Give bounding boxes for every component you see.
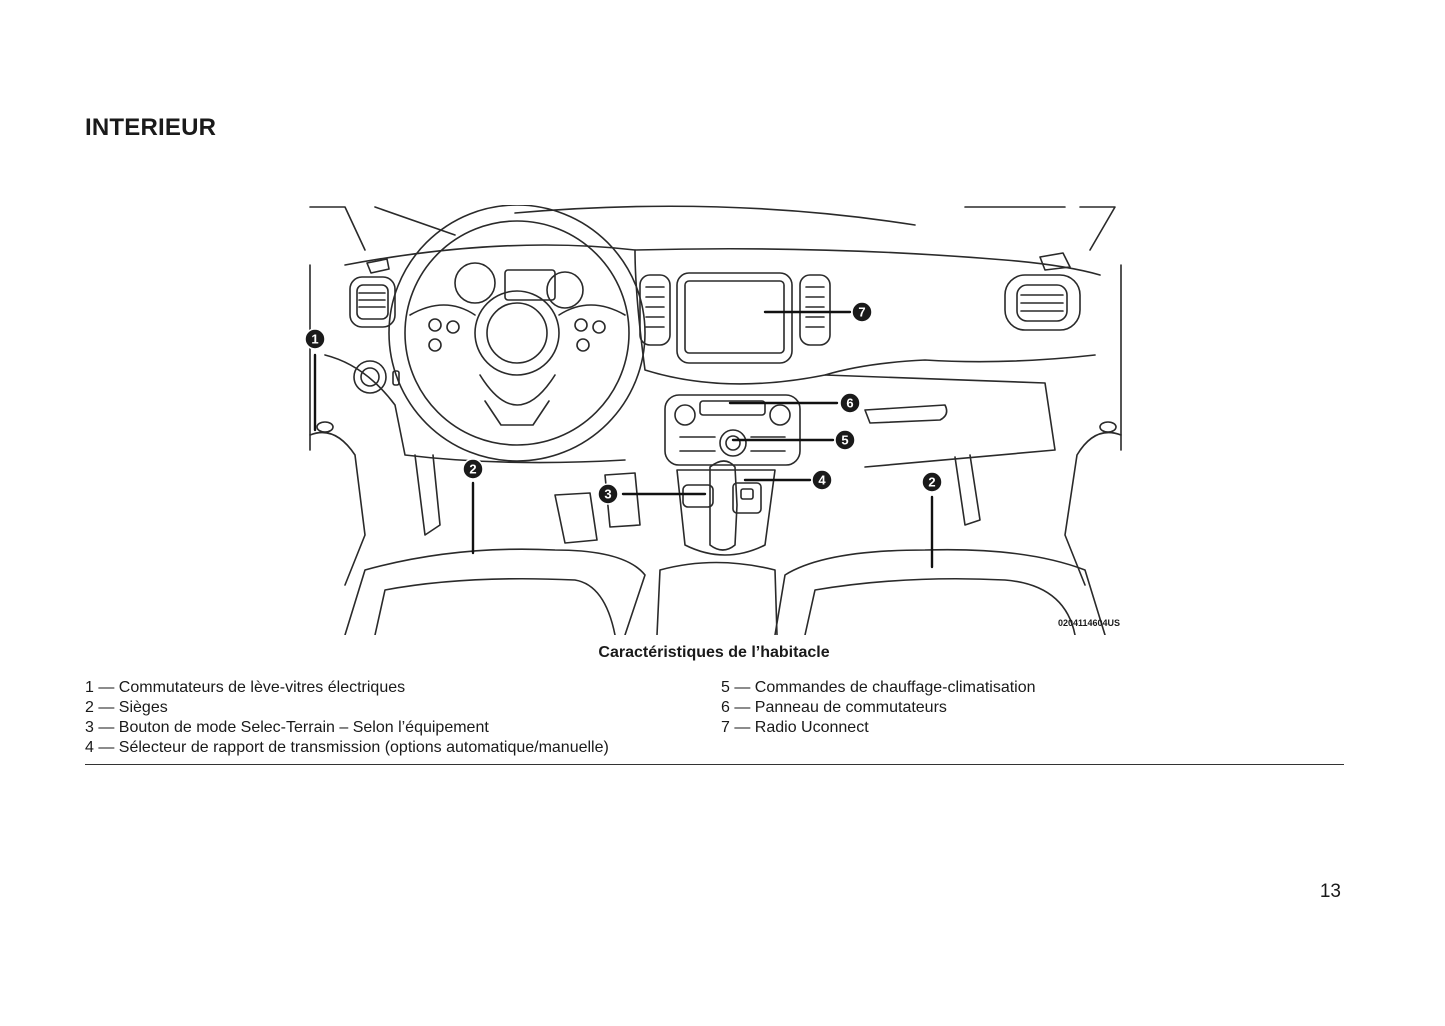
legend-left: 1 — Commutateurs de lève-vitres électriq… — [85, 678, 609, 758]
callout-2-driver-seat: 2 — [462, 458, 484, 480]
section-title: INTERIEUR — [85, 114, 217, 141]
legend-item: 1 — Commutateurs de lève-vitres électriq… — [85, 679, 406, 696]
air-vent-left — [349, 258, 396, 328]
svg-text:7: 7 — [858, 305, 865, 320]
steering-wheel — [388, 205, 646, 462]
callout-2-passenger-seat: 2 — [921, 471, 943, 493]
windshield-outline — [309, 205, 1122, 451]
page-number: 13 — [1319, 881, 1341, 902]
figure-caption: Caractéristiques de l’habitacle — [598, 644, 830, 661]
legend-right: 5 — Commandes de chauffage-climatisation… — [721, 678, 1036, 738]
svg-text:5: 5 — [841, 433, 848, 448]
section-divider — [85, 764, 1344, 765]
seat-left — [344, 548, 646, 635]
svg-text:1: 1 — [311, 332, 318, 347]
door-panel-right — [954, 421, 1122, 586]
interior-illustration: 1 2 2 3 4 5 6 7 0204114604US — [305, 205, 1140, 635]
legend-item: 6 — Panneau de commutateurs — [721, 699, 947, 716]
callout-1: 1 — [305, 328, 326, 350]
legend-item: 7 — Radio Uconnect — [721, 719, 869, 736]
headlight-switch — [353, 360, 400, 394]
svg-text:4: 4 — [818, 473, 826, 488]
center-vents — [639, 274, 831, 346]
center-stack — [664, 394, 801, 466]
svg-text:2: 2 — [469, 462, 476, 477]
uconnect-screen — [676, 272, 793, 364]
callout-4: 4 — [811, 469, 833, 491]
svg-text:2: 2 — [928, 475, 935, 490]
callout-5: 5 — [834, 429, 856, 451]
callout-leaders — [313, 310, 934, 569]
door-panel-left — [309, 421, 441, 586]
pedals — [554, 472, 641, 544]
image-code: 0204114604US — [1058, 618, 1120, 628]
legend-item: 4 — Sélecteur de rapport de transmission… — [85, 739, 609, 756]
legend-item: 2 — Sièges — [85, 699, 168, 716]
center-armrest — [656, 561, 778, 635]
callout-3: 3 — [597, 483, 619, 505]
seat-right — [774, 548, 1106, 635]
dashboard-outline — [324, 244, 1101, 468]
callout-6: 6 — [839, 392, 861, 414]
legend-item: 5 — Commandes de chauffage-climatisation — [721, 679, 1036, 696]
air-vent-right — [1004, 252, 1081, 331]
gear-shifter — [676, 460, 776, 556]
svg-text:3: 3 — [604, 487, 611, 502]
legend-item: 3 — Bouton de mode Selec-Terrain – Selon… — [85, 719, 489, 736]
svg-text:6: 6 — [846, 396, 853, 411]
callout-7: 7 — [851, 301, 873, 323]
